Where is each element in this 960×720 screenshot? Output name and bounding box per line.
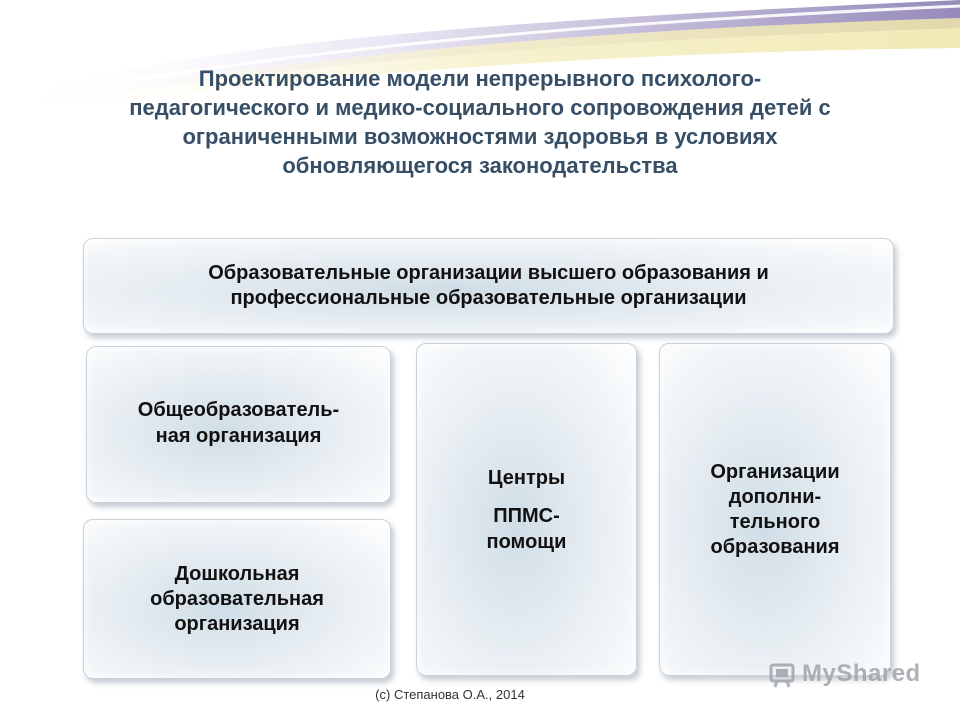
general-education-organization-box: Общеобразователь- ная организация (86, 346, 391, 503)
watermark-brand: MyShared (802, 660, 921, 687)
general-org-line-2: ная организация (155, 424, 322, 447)
general-org-line-1: Общеобразователь- (137, 398, 340, 421)
preschool-line-1: Дошкольная (174, 562, 300, 585)
title-line-2: педагогического и медико-социального соп… (129, 95, 831, 120)
preschool-line-2: образовательная (150, 587, 324, 610)
preschool-line-3: организация (174, 612, 300, 635)
preschool-organization-box: Дошкольная образовательная организация (83, 519, 391, 679)
centers-line-2: ППМС- (493, 504, 560, 527)
top-box-line-2: профессиональные образовательные организ… (230, 287, 747, 309)
myshared-logo-icon (769, 663, 795, 688)
header-decoration (0, 0, 960, 116)
title-line-3: ограниченными возможностями здоровья в у… (182, 124, 778, 149)
additional-line-2: дополни- (728, 485, 822, 508)
additional-line-3: тельного (729, 510, 821, 533)
ppms-centers-box: Центры ППМС- помощи (416, 343, 637, 676)
copyright-footer: (c) Степанова О.А., 2014 (375, 687, 525, 702)
centers-line-1: Центры (487, 466, 566, 489)
page-title: Проектирование модели непрерывного психо… (60, 64, 900, 180)
myshared-watermark: MyShared (768, 657, 948, 691)
top-box-line-1: Образовательные организации высшего обра… (208, 262, 769, 284)
title-line-1: Проектирование модели непрерывного психо… (198, 66, 762, 91)
additional-line-1: Организации (710, 460, 840, 483)
title-line-4: обновляющегося законодательства (282, 153, 678, 178)
additional-line-4: образования (710, 535, 840, 558)
centers-line-3: помощи (486, 530, 567, 553)
additional-education-organizations-box: Организации дополни- тельного образовани… (659, 343, 891, 676)
higher-education-organizations-box: Образовательные организации высшего обра… (83, 238, 894, 334)
